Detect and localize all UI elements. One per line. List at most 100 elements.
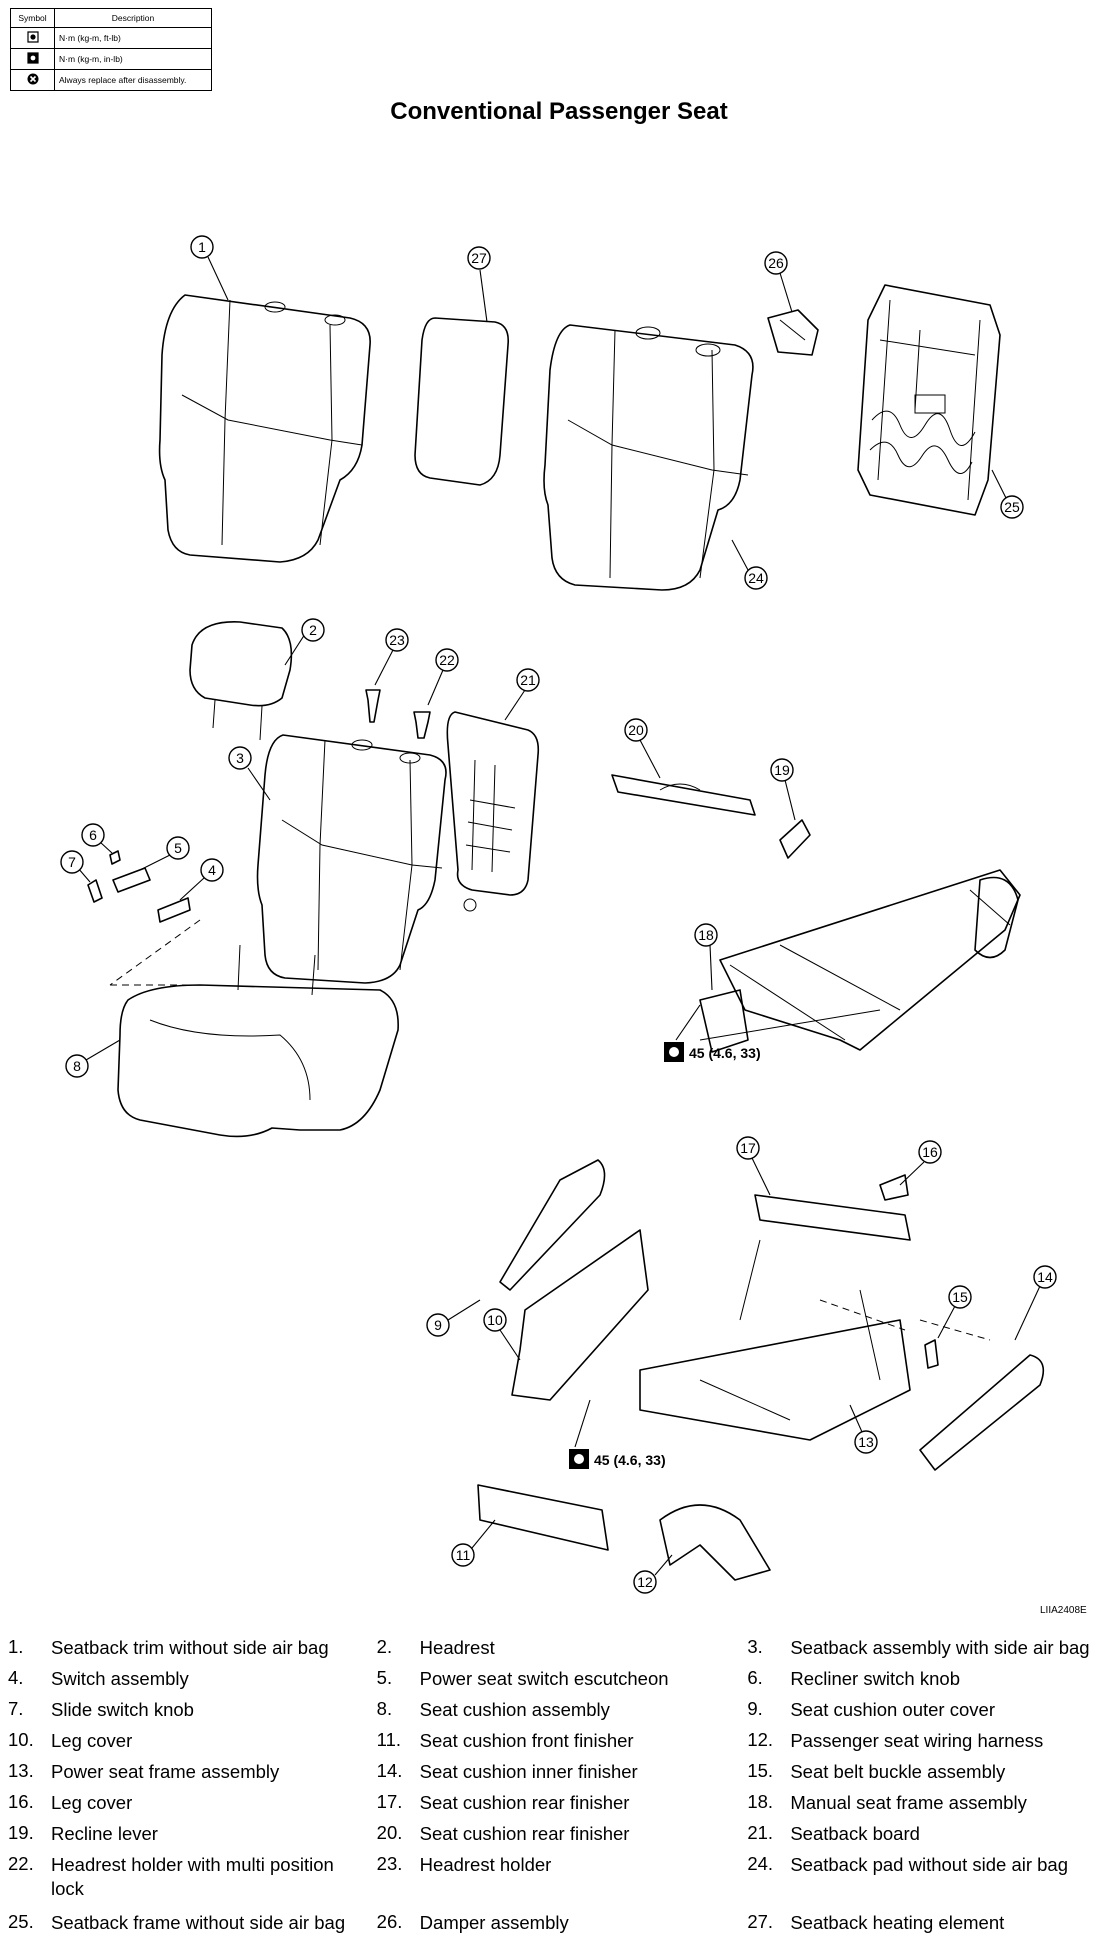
- callout-15: 15: [937, 1285, 972, 1339]
- parts-list-row: 13.Power seat frame assembly 14.Seat cus…: [8, 1760, 1116, 1791]
- list-item: 22.Headrest holder with multi position l…: [8, 1853, 334, 1899]
- list-item: 2.Headrest: [376, 1636, 495, 1658]
- parts-list-row: 25.Seatback frame without side air bag 2…: [8, 1911, 1116, 1942]
- svg-text:26: 26: [768, 255, 784, 271]
- switch-parts: [87, 850, 191, 923]
- callout-4: 4: [179, 858, 224, 901]
- list-item: 10.Leg cover: [8, 1729, 133, 1751]
- svg-text:1: 1: [198, 239, 206, 255]
- list-item: 17.Seat cushion rear finisher: [376, 1791, 630, 1813]
- parts-list-row: 10.Leg cover 11.Seat cushion front finis…: [8, 1729, 1116, 1760]
- headrest-holders-part: [365, 689, 431, 739]
- svg-text:19: 19: [774, 762, 790, 778]
- seatback-trim-part: [158, 294, 371, 563]
- callout-9: 9: [426, 1299, 481, 1337]
- callout-17: 17: [736, 1136, 771, 1196]
- list-item: 5.Power seat switch escutcheon: [376, 1667, 669, 1689]
- callout-14: 14: [1014, 1265, 1057, 1341]
- recliner-switch-knob-part: [109, 850, 121, 865]
- list-item: 21.Seatback board: [747, 1822, 920, 1844]
- list-item: 25.Seatback frame without side air bag: [8, 1911, 346, 1933]
- callout-6: 6: [81, 823, 113, 854]
- svg-text:10: 10: [487, 1312, 503, 1328]
- passenger-seat-wiring-harness-part: [659, 1504, 771, 1581]
- callout-20: 20: [624, 718, 661, 779]
- list-item: 15.Seat belt buckle assembly: [747, 1760, 1006, 1782]
- legend-row: N·m (kg-m, in-lb): [10, 48, 212, 70]
- callout-7: 7: [60, 850, 91, 883]
- list-item: 23.Headrest holder: [376, 1853, 552, 1875]
- list-item: 18.Manual seat frame assembly: [747, 1791, 1027, 1813]
- leg-cover-part: [511, 1229, 649, 1401]
- svg-text:4: 4: [208, 862, 216, 878]
- list-item: 3.Seatback assembly with side air bag: [747, 1636, 1090, 1658]
- torque-value-label: 45 (4.6, 33): [594, 1452, 666, 1468]
- callout-22: 22: [427, 648, 459, 706]
- seat-cushion-rear-finisher-part: [611, 774, 756, 816]
- torque-callout-upper: 45 (4.6, 33): [664, 1004, 761, 1062]
- callout-19: 19: [770, 758, 796, 821]
- callout-12: 12: [633, 1554, 673, 1594]
- list-item: 9.Seat cushion outer cover: [747, 1698, 995, 1720]
- list-item: 7.Slide switch knob: [8, 1698, 194, 1720]
- list-item: 6.Recliner switch knob: [747, 1667, 960, 1689]
- callout-24: 24: [731, 539, 768, 590]
- callout-21: 21: [504, 668, 540, 721]
- seatback-pad-part: [543, 324, 754, 591]
- diagram-title: Conventional Passenger Seat: [390, 98, 728, 125]
- parts-list-row: 7.Slide switch knob 8.Seat cushion assem…: [8, 1698, 1116, 1729]
- parts-list-row: 1.Seatback trim without side air bag 2.H…: [8, 1636, 1116, 1667]
- callout-25: 25: [991, 469, 1024, 519]
- list-item: 16.Leg cover: [8, 1791, 133, 1813]
- torque-callout-lower: 45 (4.6, 33): [569, 1399, 666, 1469]
- legend-description: Always replace after disassembly.: [54, 69, 212, 91]
- svg-text:11: 11: [456, 1547, 471, 1563]
- parts-list-row: 19.Recline lever 20.Seat cushion rear fi…: [8, 1822, 1116, 1853]
- list-item: 12.Passenger seat wiring harness: [747, 1729, 1044, 1751]
- svg-text:20: 20: [628, 722, 644, 738]
- recline-lever-part: [779, 819, 811, 859]
- callout-3: 3: [228, 746, 271, 801]
- parts-list: 1.Seatback trim without side air bag 2.H…: [8, 1636, 1116, 1942]
- slide-switch-knob-part: [87, 879, 103, 903]
- svg-text:25: 25: [1004, 499, 1020, 515]
- list-item: 11.Seat cushion front finisher: [376, 1729, 634, 1751]
- svg-text:13: 13: [858, 1434, 874, 1450]
- legend-header-row: Symbol Description: [10, 8, 212, 28]
- svg-text:16: 16: [922, 1144, 938, 1160]
- svg-text:15: 15: [952, 1289, 968, 1305]
- list-item: 20.Seat cushion rear finisher: [376, 1822, 630, 1844]
- svg-text:27: 27: [471, 250, 487, 266]
- damper-assembly-part: [767, 309, 819, 356]
- headrest-part: [189, 621, 293, 741]
- torque-wrench-small-icon: [26, 52, 39, 64]
- svg-text:14: 14: [1037, 1269, 1053, 1285]
- callout-13: 13: [849, 1404, 878, 1454]
- svg-text:24: 24: [748, 570, 764, 586]
- torque-wrench-icon: [26, 31, 39, 43]
- symbol-legend-table: Symbol Description N·m (kg-m, ft-lb) N·m…: [10, 8, 212, 91]
- svg-text:6: 6: [89, 827, 97, 843]
- leg-cover-16-part: [879, 1174, 909, 1201]
- callout-8: 8: [65, 1039, 121, 1078]
- callout-11: 11: [451, 1519, 496, 1567]
- power-seat-switch-escutcheon-part: [112, 867, 151, 893]
- callout-23: 23: [374, 628, 409, 686]
- list-item: 4.Switch assembly: [8, 1667, 189, 1689]
- svg-text:22: 22: [439, 652, 455, 668]
- svg-text:12: 12: [637, 1574, 653, 1590]
- list-item: 1.Seatback trim without side air bag: [8, 1636, 329, 1658]
- parts-list-row: 16.Leg cover 17.Seat cushion rear finish…: [8, 1791, 1116, 1822]
- svg-text:21: 21: [520, 672, 536, 688]
- legend-row: Always replace after disassembly.: [10, 69, 212, 91]
- list-item: 27.Seatback heating element: [747, 1911, 1005, 1933]
- callout-16: 16: [899, 1140, 942, 1186]
- callout-27: 27: [467, 246, 491, 323]
- seat-cushion-outer-cover-part: [499, 1159, 606, 1291]
- svg-text:8: 8: [73, 1058, 81, 1074]
- seat-cushion-part: [117, 944, 399, 1138]
- callout-26: 26: [764, 251, 793, 313]
- seatback-assembly-part: [256, 734, 447, 984]
- svg-text:7: 7: [68, 854, 76, 870]
